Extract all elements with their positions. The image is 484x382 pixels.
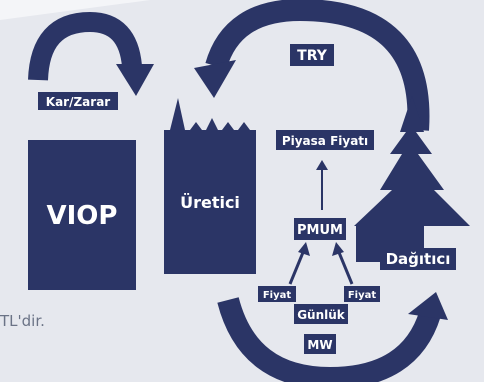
bottom-arrowhead [408, 292, 448, 320]
producer-factory-shape [164, 98, 256, 274]
caption-text: TL'dir. [0, 312, 45, 330]
viop-block [28, 140, 136, 290]
left-price-arrow-line [288, 249, 306, 285]
daily-label-box [294, 304, 348, 324]
pmum-to-price-arrowhead [316, 160, 328, 170]
market-price-label: Piyasa Fiyatı [282, 134, 368, 148]
bottom-arc [217, 297, 441, 382]
profit-loss-arrowhead [116, 64, 154, 96]
left-price-arrowhead [298, 242, 310, 256]
background-stripe [0, 0, 150, 20]
right-price-arrow-line [336, 249, 354, 285]
distributor-label-box [380, 248, 456, 270]
kar-zarar-label: Kar/Zarar [46, 95, 111, 109]
price-right-label-box [344, 286, 380, 302]
price-right-label: Fiyat [348, 290, 377, 301]
market-price-label-box [276, 130, 374, 150]
price-left-label: Fiyat [263, 290, 292, 301]
producer-label: Üretici [180, 193, 240, 212]
try-arrowhead [194, 60, 236, 98]
kar-zarar-label-box [38, 92, 118, 110]
viop-label: VIOP [47, 201, 118, 231]
price-left-label-box [258, 286, 296, 302]
pmum-label-box [294, 218, 346, 240]
mw-label: MW [307, 338, 332, 352]
try-label-box [290, 44, 334, 66]
pmum-label: PMUM [297, 223, 343, 238]
distributor-label: Dağıtıcı [386, 250, 451, 268]
right-price-arrowhead [332, 242, 344, 256]
mw-label-box [304, 334, 336, 354]
distributor-tower-shape [354, 96, 470, 262]
profit-loss-arc [28, 11, 142, 81]
try-label: TRY [297, 48, 328, 64]
daily-label: Günlük [297, 308, 346, 322]
try-arc [205, 0, 430, 131]
